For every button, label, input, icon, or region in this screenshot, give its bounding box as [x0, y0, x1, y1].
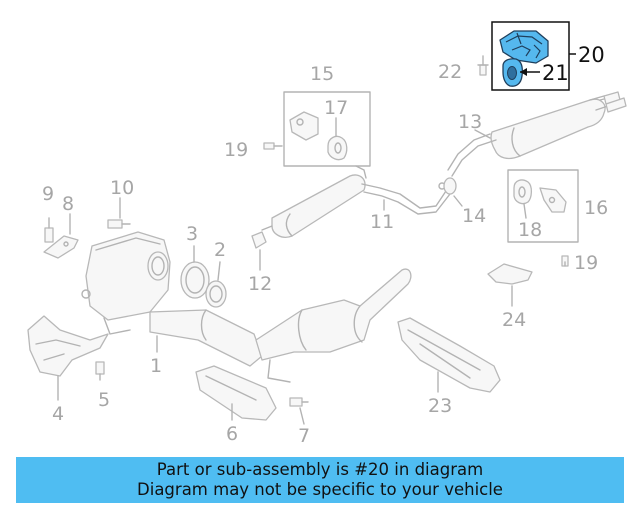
clamp-3[interactable] [180, 261, 210, 299]
callout-19b: 19 [574, 252, 598, 274]
callout-1: 1 [150, 355, 162, 377]
banner-line-2: Diagram may not be specific to your vehi… [137, 480, 503, 499]
clamp-12[interactable] [251, 231, 267, 249]
bolt-19-left[interactable] [263, 142, 283, 150]
bracket-15[interactable] [289, 111, 319, 141]
group-box-16 [507, 169, 579, 243]
callout-19a: 19 [224, 139, 248, 161]
rear-muffler[interactable] [490, 91, 627, 160]
bolt-5[interactable] [95, 361, 105, 381]
clamp-14[interactable] [443, 177, 457, 195]
intermediate-pipe-11[interactable] [261, 165, 451, 238]
callout-6: 6 [226, 423, 238, 445]
gasket-2[interactable] [205, 280, 227, 308]
banner-line-1: Part or sub-assembly is #20 in diagram [156, 460, 484, 479]
callout-13: 13 [458, 111, 482, 133]
callout-9: 9 [42, 183, 54, 205]
part-20-group[interactable]: 20 21 [491, 21, 605, 91]
callout-3: 3 [186, 223, 198, 245]
bolt-19-right[interactable] [561, 255, 569, 267]
rubber-insulator-21[interactable] [502, 58, 523, 87]
hanger-bracket-20[interactable] [499, 30, 549, 64]
callout-5: 5 [98, 389, 110, 411]
callout-16: 16 [584, 197, 608, 219]
insulator-18[interactable] [513, 179, 533, 205]
insulator-17[interactable] [327, 135, 348, 161]
callout-4: 4 [52, 403, 64, 425]
callout-8: 8 [62, 193, 74, 215]
callout-24: 24 [502, 309, 526, 331]
catalytic-converter-1[interactable] [81, 231, 201, 335]
callout-15: 15 [310, 63, 334, 85]
callout-18: 18 [518, 219, 542, 241]
info-banner: Part or sub-assembly is #20 in diagram D… [16, 457, 624, 503]
callout-11: 11 [370, 211, 394, 233]
heat-shield-23[interactable] [397, 317, 501, 393]
callout-17: 17 [324, 97, 348, 119]
bracket-16[interactable] [539, 187, 567, 213]
callout-2: 2 [214, 239, 226, 261]
underbody-converter[interactable] [255, 268, 412, 383]
bolt-7[interactable] [289, 397, 309, 407]
callout-23: 23 [428, 395, 452, 417]
callout-20: 20 [578, 43, 605, 67]
heat-shield-6[interactable] [195, 365, 277, 421]
callout-14: 14 [462, 205, 486, 227]
bolt-10[interactable] [107, 219, 131, 229]
intermediate-pipe-13[interactable] [451, 139, 497, 177]
exhaust-system-diagram: 20 21 22 13 15 17 19 16 [27, 21, 627, 447]
bolt-9[interactable] [44, 217, 54, 243]
heat-shield-4[interactable] [27, 315, 109, 377]
group-box-15 [283, 91, 371, 167]
bracket-24[interactable] [487, 263, 533, 285]
callout-22: 22 [438, 61, 462, 83]
callout-21: 21 [542, 61, 569, 85]
front-pipe-1[interactable] [149, 309, 263, 367]
bolt-22[interactable] [477, 55, 489, 76]
bracket-8[interactable] [43, 235, 79, 259]
callout-10: 10 [110, 177, 134, 199]
callout-12: 12 [248, 273, 272, 295]
callout-7: 7 [298, 425, 310, 447]
